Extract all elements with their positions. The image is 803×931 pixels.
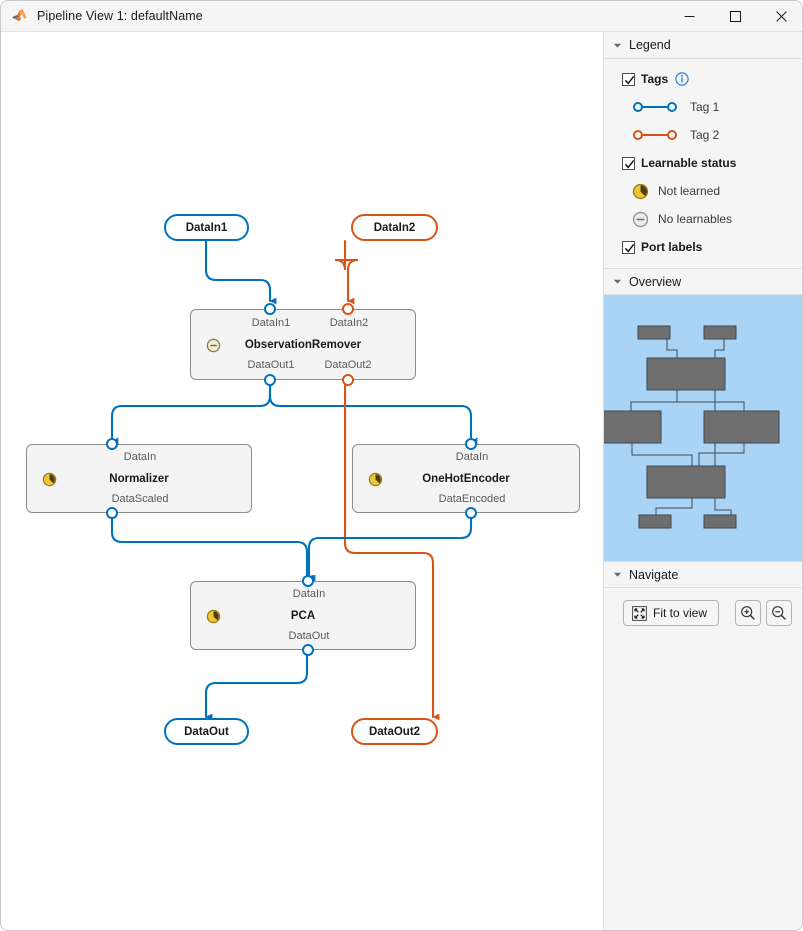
port-label-dataout: DataOut	[269, 630, 349, 642]
block-title-pca: PCA	[290, 610, 316, 622]
maximize-icon	[729, 10, 741, 22]
port-label-datain: DataIn	[100, 451, 180, 463]
legend-tags-row[interactable]: Tags	[604, 68, 802, 90]
port-labels-label: Port labels	[641, 240, 703, 254]
port-label-dataencoded: DataEncoded	[432, 493, 512, 505]
port-text: DataIn2	[329, 317, 369, 329]
fit-to-view-label: Fit to view	[653, 606, 708, 620]
maximize-button[interactable]	[712, 1, 758, 32]
ports-observationremover	[264, 303, 354, 386]
chevron-down-icon[interactable]	[613, 41, 622, 50]
legend-not-learned-row: Not learned	[604, 180, 802, 202]
port-text: DataOut2	[324, 359, 372, 371]
zoom-in-icon	[741, 606, 755, 620]
block-title-observationremover: ObservationRemover	[244, 339, 362, 351]
tag2-line-swatch	[633, 130, 677, 140]
chevron-down-icon[interactable]	[613, 277, 622, 286]
port-label-datain1: DataIn1	[231, 317, 311, 329]
port-label-datain: DataIn	[269, 588, 349, 600]
circle-dash-icon	[632, 211, 649, 227]
zoom-in-button[interactable]	[735, 600, 762, 626]
ports-onehotencoder	[465, 438, 477, 519]
navigate-section-header[interactable]: Navigate	[604, 561, 802, 588]
minimize-icon	[684, 15, 694, 17]
block-onehotencoder[interactable]: DataIn OneHotEncoder DataEncoded	[352, 444, 580, 513]
info-icon[interactable]	[675, 72, 689, 86]
overview-thumbnail[interactable]	[604, 295, 802, 561]
minimize-button[interactable]	[666, 1, 712, 32]
connection-wires	[110, 239, 478, 721]
legend-tag1-row: Tag 1	[604, 96, 802, 118]
navigate-header-label: Navigate	[629, 567, 679, 582]
tags-label: Tags	[641, 72, 669, 86]
port-text: DataScaled	[111, 493, 169, 505]
clock-icon	[632, 183, 649, 199]
input-pill-datain2-label: DataIn2	[373, 221, 416, 234]
output-pill-dataout[interactable]: DataOut	[164, 718, 249, 745]
legend-no-learnables-row: No learnables	[604, 208, 802, 230]
clock-icon	[368, 472, 383, 487]
zoom-out-icon	[772, 606, 786, 620]
not-learned-label: Not learned	[658, 184, 721, 198]
window-controls	[666, 1, 802, 32]
close-icon	[775, 10, 787, 22]
legend-section-header[interactable]: Legend	[604, 32, 802, 59]
port-label-datain: DataIn	[432, 451, 512, 463]
no-learnables-label: No learnables	[658, 212, 733, 226]
output-pill-dataout2[interactable]: DataOut2	[351, 718, 438, 745]
input-pill-datain2[interactable]: DataIn2	[351, 214, 438, 241]
legend-tag2-row: Tag 2	[604, 124, 802, 146]
port-label-datascaled: DataScaled	[100, 493, 180, 505]
navigate-body: Fit to view	[604, 588, 802, 626]
learnable-status-label: Learnable status	[641, 156, 737, 170]
circle-dash-icon	[206, 338, 221, 353]
fit-to-view-icon	[632, 605, 647, 621]
clock-icon	[206, 609, 221, 624]
port-label-dataout2: DataOut2	[306, 359, 390, 371]
tag2-label: Tag 2	[690, 128, 720, 142]
learnable-status-checkbox[interactable]	[622, 156, 635, 170]
right-panel: Legend Tags	[603, 32, 802, 930]
legend-learnable-status-row[interactable]: Learnable status	[604, 152, 802, 174]
block-title-onehotencoder: OneHotEncoder	[422, 473, 510, 485]
port-text: DataEncoded	[438, 493, 506, 505]
input-pill-datain1[interactable]: DataIn1	[164, 214, 249, 241]
ports-pca	[302, 575, 314, 656]
window-title: Pipeline View 1: defaultName	[37, 9, 203, 23]
zoom-out-button[interactable]	[766, 600, 793, 626]
port-labels-checkbox[interactable]	[622, 240, 635, 254]
port-label-dataout1: DataOut1	[229, 359, 313, 371]
legend-port-labels-row[interactable]: Port labels	[604, 236, 802, 258]
legend-header-label: Legend	[629, 38, 671, 52]
matlab-logo-icon	[12, 9, 27, 22]
chevron-down-icon[interactable]	[613, 570, 622, 579]
input-pill-datain1-label: DataIn1	[185, 221, 228, 234]
clock-icon	[42, 472, 57, 487]
overview-diagram	[604, 325, 780, 529]
block-title-normalizer: Normalizer	[109, 473, 169, 485]
tag1-line-swatch	[633, 102, 677, 112]
overview-section-header[interactable]: Overview	[604, 268, 802, 295]
title-bar: Pipeline View 1: defaultName	[1, 1, 802, 32]
fit-to-view-button[interactable]: Fit to view	[623, 600, 720, 626]
block-normalizer[interactable]: DataIn Normalizer DataScaled	[26, 444, 252, 513]
port-label-datain2: DataIn2	[309, 317, 389, 329]
close-button[interactable]	[758, 1, 802, 32]
port-text: DataIn	[292, 588, 326, 600]
port-text: DataIn	[123, 451, 157, 463]
overview-header-label: Overview	[629, 274, 682, 289]
ports-normalizer	[106, 438, 118, 519]
output-pill-dataout2-label: DataOut2	[368, 725, 421, 738]
tag1-label: Tag 1	[690, 100, 720, 114]
port-text: DataIn	[455, 451, 489, 463]
output-pill-dataout-label: DataOut	[184, 725, 229, 738]
port-text: DataOut	[288, 630, 330, 642]
pipeline-canvas[interactable]: DataIn1 DataIn2 DataIn1 DataIn2 Observat…	[2, 32, 602, 930]
tags-checkbox[interactable]	[622, 72, 635, 86]
block-observationremover[interactable]: DataIn1 DataIn2 ObservationRemover DataO…	[190, 309, 416, 380]
port-text: DataOut1	[247, 359, 295, 371]
legend-body: Tags Tag 1	[604, 59, 802, 268]
port-text: DataIn1	[251, 317, 291, 329]
